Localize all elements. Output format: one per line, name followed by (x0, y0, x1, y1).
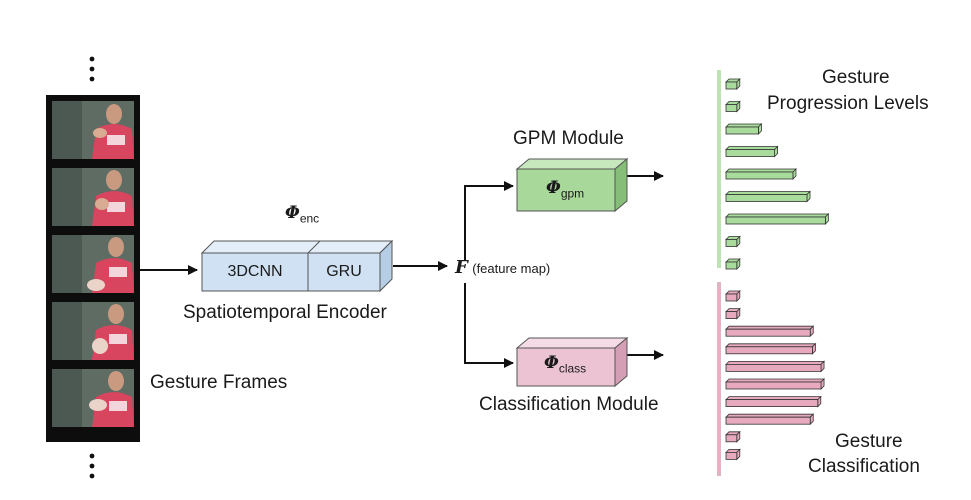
encoder-top-face (200, 240, 394, 254)
classification-title-line2: Classification (808, 456, 920, 477)
classification-bar (725, 430, 741, 443)
gesture-classification-bars (717, 282, 826, 476)
classification-module-block (515, 336, 629, 388)
classification-bar (725, 395, 822, 408)
feature-map-caption: (feature map) (472, 261, 551, 276)
3dcnn-label: 3DCNN (227, 263, 283, 280)
gesture-progression-bars (717, 70, 830, 270)
class-top-face (515, 337, 629, 349)
progression-bar (725, 168, 797, 180)
gpm-top-face (515, 158, 629, 170)
classification-title-line1: Gesture (835, 431, 903, 452)
progression-title-line1: Gesture (822, 67, 890, 88)
progression-bar (725, 145, 779, 158)
classification-bar (725, 378, 826, 390)
classification-bar (725, 413, 815, 426)
progression-bar (725, 213, 830, 225)
progression-bar (725, 190, 811, 203)
spatiotemporal-encoder-caption: Spatiotemporal Encoder (183, 302, 387, 323)
classification-bar (725, 448, 741, 461)
spatiotemporal-encoder-block (200, 239, 394, 293)
gpm-module-block (515, 157, 629, 213)
classification-axis (717, 282, 721, 476)
classification-bar (725, 307, 741, 320)
gpm-module-title: GPM Module (513, 128, 624, 149)
top-ellipsis-icon (89, 56, 95, 82)
3dcnn-block (201, 252, 309, 292)
progression-bar (725, 78, 741, 90)
gesture-frame (52, 168, 134, 226)
gru-label: GRU (326, 263, 362, 280)
gru-block (307, 252, 381, 292)
progression-axis (717, 70, 721, 268)
progression-bar (725, 123, 763, 135)
progression-title-line2: Progression Levels (767, 93, 929, 114)
classification-bar (725, 325, 815, 338)
progression-bar (725, 258, 741, 270)
gesture-frame (52, 369, 134, 427)
feature-to-gpm-arrow (464, 181, 514, 260)
classification-bar (725, 342, 817, 355)
bottom-ellipsis-icon (89, 453, 95, 479)
classification-module-title: Classification Module (479, 394, 659, 415)
gpm-front-face (516, 168, 616, 212)
classification-bar (725, 290, 741, 302)
gesture-frame (52, 302, 134, 360)
progression-bar (725, 235, 741, 248)
feature-map-label: F (feature map) (455, 257, 550, 278)
class-front-face (516, 347, 616, 387)
gpm-phi-symbol: Φgpm (546, 178, 585, 201)
gesture-frame (52, 101, 134, 159)
gesture-frame (52, 235, 134, 293)
feature-map-symbol: F (455, 257, 468, 278)
class-phi-symbol: Φclass (544, 353, 587, 376)
classification-bar (725, 360, 826, 373)
feature-to-class-arrow (464, 283, 514, 368)
encoder-phi-symbol: Φenc (285, 203, 320, 226)
gesture-frames-caption: Gesture Frames (150, 372, 288, 393)
progression-bar (725, 100, 741, 113)
